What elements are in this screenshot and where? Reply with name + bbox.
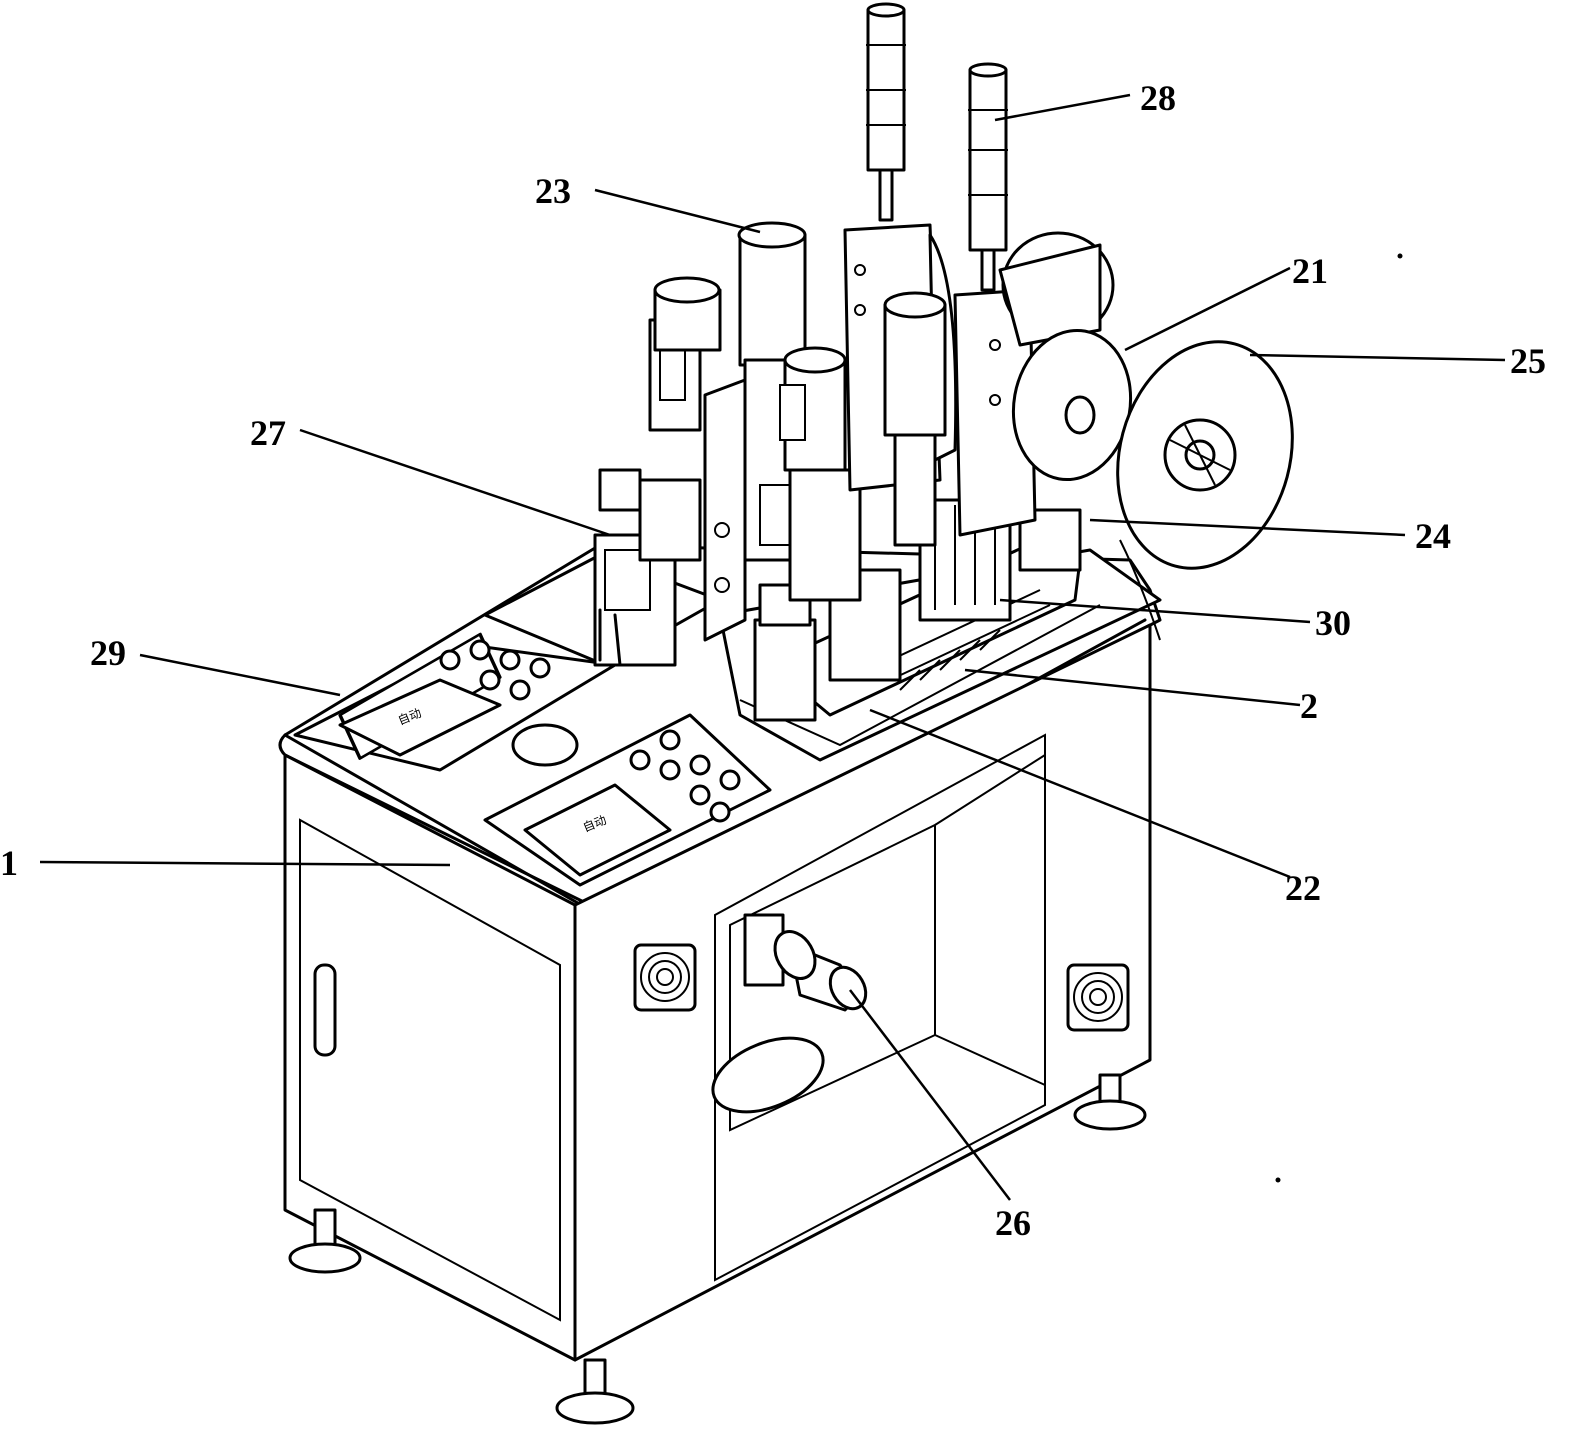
label-2: 2 — [1300, 686, 1318, 726]
press-column-4 — [883, 291, 947, 547]
label-21: 21 — [1292, 251, 1328, 291]
crimping-module-left — [593, 468, 702, 667]
door-handle — [313, 963, 337, 1057]
reel-back — [998, 231, 1115, 347]
label-28: 28 — [1140, 78, 1176, 118]
label-27: 27 — [250, 413, 286, 453]
reference-labels: 1 2 21 22 23 24 25 26 27 28 29 30 — [0, 78, 1546, 1243]
label-26: 26 — [995, 1203, 1031, 1243]
foot-front — [555, 1358, 635, 1425]
label-1: 1 — [0, 843, 18, 883]
fan-grill-right — [1066, 963, 1130, 1032]
foot-right — [1073, 1073, 1147, 1131]
press-column-3 — [779, 346, 862, 602]
label-29: 29 — [90, 633, 126, 673]
signal-tower-right — [953, 62, 1037, 537]
motor — [743, 913, 868, 1012]
reel-25 — [1116, 340, 1294, 570]
label-25: 25 — [1510, 341, 1546, 381]
touchscreen-right: 自动 — [523, 783, 672, 877]
foot-left — [288, 1208, 362, 1274]
press-column-1 — [648, 276, 747, 642]
label-30: 30 — [1315, 603, 1351, 643]
label-23: 23 — [535, 171, 571, 211]
fan-grill-left — [633, 943, 697, 1012]
label-22: 22 — [1285, 868, 1321, 908]
control-panel-right: 自动 — [483, 713, 772, 887]
leader-lines — [39, 93, 1506, 1201]
touchscreen-left: 自动 — [338, 678, 502, 757]
label-24: 24 — [1415, 516, 1451, 556]
emergency-stop-button — [511, 723, 579, 767]
control-panel-left: 自动 — [293, 632, 617, 772]
reel-21 — [1011, 328, 1133, 482]
